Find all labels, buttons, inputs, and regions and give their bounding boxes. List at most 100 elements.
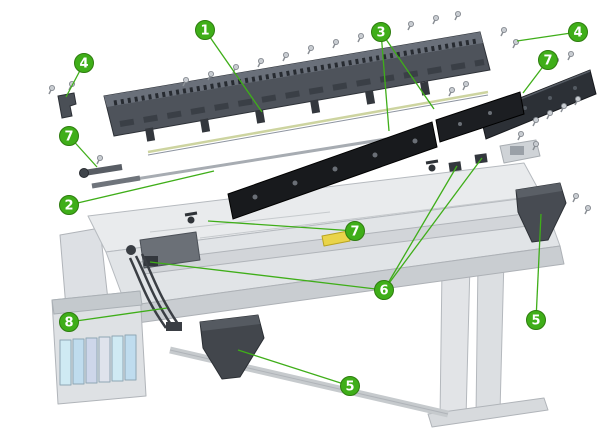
screw	[532, 140, 540, 151]
callout-7: 7	[345, 221, 365, 241]
callout-number: 7	[64, 130, 73, 145]
callout-leader-line	[207, 220, 356, 232]
screw	[182, 77, 189, 87]
screw	[462, 81, 469, 91]
pinchwheel-lever	[144, 256, 158, 266]
callout-number: 5	[531, 314, 540, 329]
callout-number: 4	[79, 57, 88, 72]
screw	[282, 52, 289, 62]
maintenance-funnel-center-top	[200, 315, 260, 331]
callout-leader-lines	[65, 29, 579, 387]
callout-number: 5	[345, 380, 354, 395]
screw	[257, 58, 264, 68]
callout-4: 4	[74, 53, 94, 73]
screw	[48, 85, 56, 95]
screw	[357, 33, 364, 43]
callout-circle	[74, 53, 94, 73]
screw	[96, 154, 104, 165]
printer-foot	[427, 397, 549, 428]
spindle-knob	[79, 168, 89, 178]
screw	[572, 192, 580, 203]
callout-number: 3	[376, 26, 385, 41]
callout-1: 1	[195, 20, 215, 40]
thumbscrew	[184, 211, 198, 224]
screw	[567, 51, 575, 61]
beam-brackets	[145, 81, 431, 142]
black-strip-center	[227, 121, 438, 220]
callout-leader-line	[535, 213, 542, 321]
callout-5: 5	[340, 376, 360, 396]
strip-holes	[252, 138, 418, 200]
screw	[448, 87, 455, 97]
callout-number: 6	[379, 284, 388, 299]
callout-leader-line	[237, 349, 351, 387]
screw	[432, 14, 439, 25]
callout-6: 6	[374, 280, 394, 300]
screw	[207, 71, 214, 81]
beam-perforations	[113, 38, 478, 106]
callout-8: 8	[59, 312, 79, 332]
black-strip-right	[435, 91, 525, 143]
callout-circle	[59, 312, 79, 332]
callout-3: 3	[371, 22, 391, 42]
encoder-strip	[147, 90, 489, 154]
callout-circle	[195, 20, 215, 40]
screw	[560, 103, 568, 113]
callout-circle	[526, 310, 546, 330]
screw	[546, 110, 554, 120]
exploded-parts	[57, 31, 597, 220]
screw	[454, 10, 461, 21]
printer-leg	[439, 263, 471, 421]
strip-holes	[458, 111, 492, 126]
screw	[517, 130, 525, 141]
callout-circle	[345, 221, 365, 241]
screw	[307, 45, 314, 55]
callout-leader-line	[383, 165, 458, 291]
ink-station-top	[51, 290, 143, 315]
callout-leader-line	[68, 307, 168, 323]
callout-2: 2	[59, 195, 79, 215]
yellow-label	[321, 230, 351, 247]
callout-leader-line	[380, 31, 435, 110]
callout-circle	[374, 280, 394, 300]
maintenance-funnel-right-top	[516, 183, 562, 198]
callout-leader-line	[204, 29, 263, 113]
left-bracket	[57, 92, 77, 119]
beam-slots	[119, 59, 485, 127]
callout-number: 7	[543, 54, 552, 69]
callout-number: 2	[64, 199, 73, 214]
panel-seam	[199, 197, 521, 239]
spindle	[83, 164, 123, 176]
callout-number: 8	[64, 316, 73, 331]
callout-7: 7	[538, 50, 558, 70]
callout-circle	[538, 50, 558, 70]
ink-tubes	[128, 253, 180, 329]
callout-leader-line	[149, 261, 385, 291]
right-cover-panel	[479, 69, 597, 140]
callout-circle	[340, 376, 360, 396]
printer-leg	[475, 257, 505, 416]
callout-circle	[59, 126, 79, 146]
screw	[500, 26, 507, 37]
screw	[584, 204, 592, 215]
screw	[407, 20, 414, 31]
tubes-clip	[166, 322, 182, 331]
callout-7: 7	[59, 126, 79, 146]
panel-seam	[149, 211, 331, 233]
control-panel-screen	[510, 146, 524, 155]
callout-circle	[568, 22, 588, 42]
printer-ghost	[51, 139, 567, 428]
callout-leader-line	[68, 170, 215, 206]
callout-circle	[371, 22, 391, 42]
latch	[448, 161, 462, 172]
screw	[332, 39, 339, 49]
callout-leader-line	[383, 157, 483, 291]
callout-5: 5	[526, 310, 546, 330]
callout-number: 4	[573, 26, 582, 41]
tensioner-rod-end	[91, 175, 141, 189]
callout-4: 4	[568, 22, 588, 42]
callout-circle	[59, 195, 79, 215]
screw	[532, 117, 540, 127]
callout-leader-line	[516, 31, 579, 42]
